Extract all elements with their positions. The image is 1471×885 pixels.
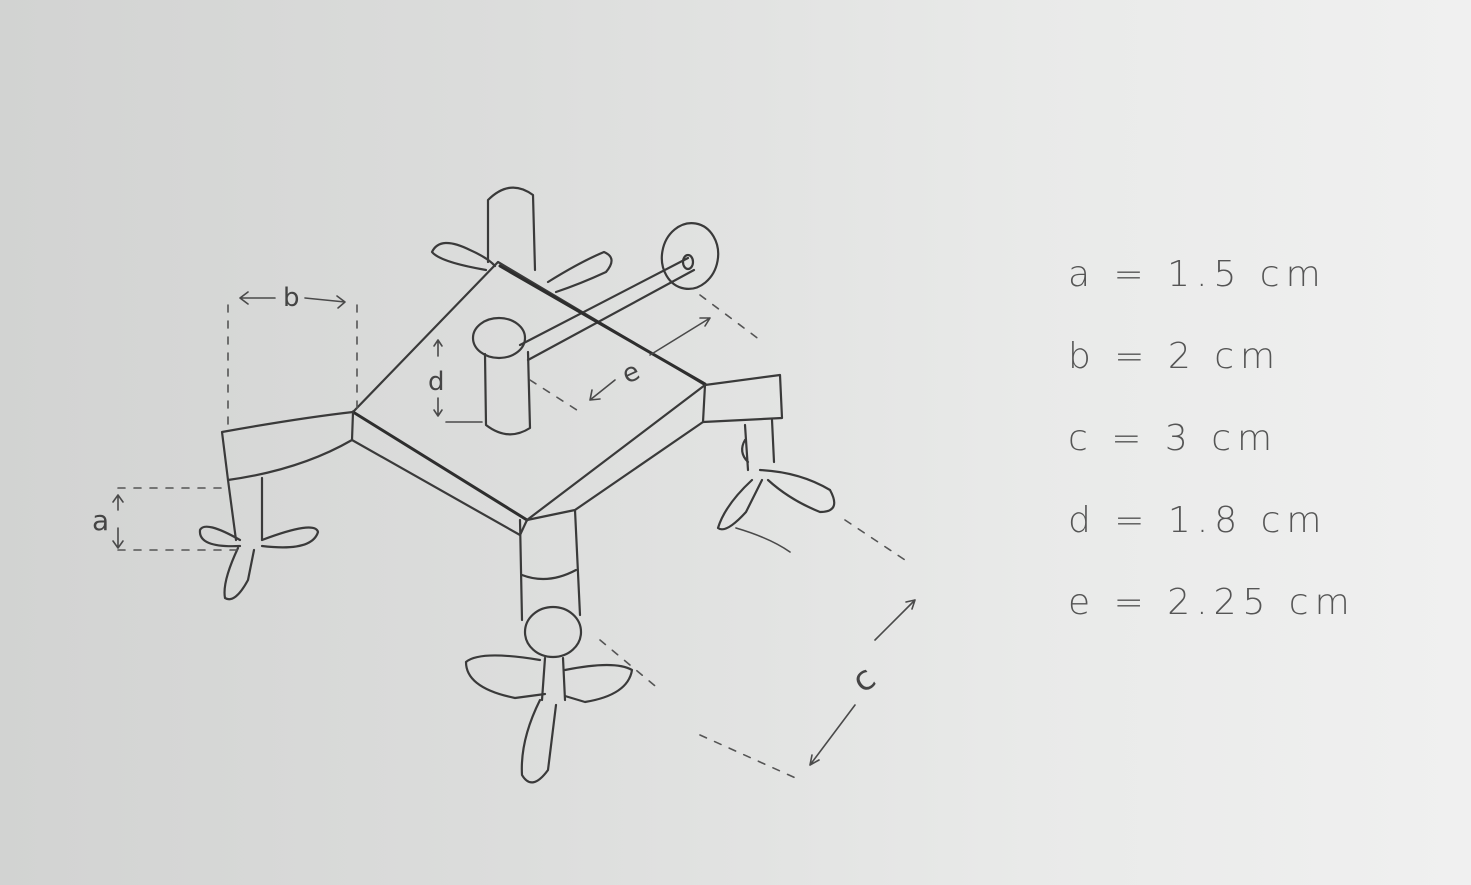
label-c: c (845, 658, 883, 701)
drone-body (350, 260, 707, 537)
label-d: d (428, 367, 445, 397)
label-a: a (92, 504, 109, 537)
front-arm (518, 508, 583, 659)
left-arm (220, 410, 355, 542)
rod-disc (518, 222, 720, 362)
right-propeller (716, 438, 836, 553)
left-propeller (198, 525, 320, 601)
measurement-c: c = 3 cm (1068, 418, 1279, 459)
measurement-a: a = 1.5 cm (1068, 254, 1327, 295)
measurement-d: d = 1.8 cm (1068, 500, 1328, 541)
label-e: e (617, 356, 644, 390)
measurement-b: b = 2 cm (1068, 336, 1282, 377)
center-cylinder (445, 316, 532, 436)
top-propeller (430, 186, 613, 294)
dimension-arrows (112, 291, 916, 766)
dimension-lines (117, 294, 906, 781)
label-b: b (283, 283, 300, 313)
measurement-e: e = 2.25 cm (1068, 582, 1356, 623)
dimension-labels: b a d e c (92, 283, 883, 701)
front-propeller (464, 654, 634, 784)
measurement-list: a = 1.5 cm b = 2 cm c = 3 cm d = 1.8 cm … (1068, 250, 1368, 660)
